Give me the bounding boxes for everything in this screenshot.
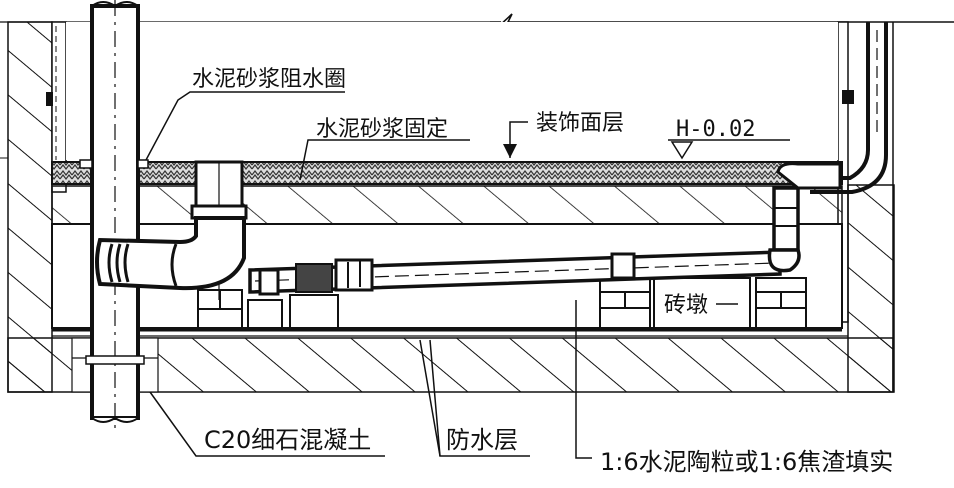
label-brick-pier: 砖墩 bbox=[664, 293, 708, 318]
water-stop-ring bbox=[79, 159, 93, 169]
right-riser-pipe bbox=[810, 22, 888, 194]
floor-drain bbox=[190, 160, 248, 300]
finish-layer bbox=[51, 161, 843, 185]
brick-piers bbox=[197, 277, 807, 329]
mortar-screed-layer bbox=[51, 185, 843, 225]
leader-arrow-icon bbox=[503, 144, 517, 158]
label-fill-material: 1:6水泥陶粒或1:6焦渣填实 bbox=[600, 448, 893, 476]
label-mortar-fixing: 水泥砂浆固定 bbox=[316, 117, 448, 142]
label-waterproof-layer: 防水层 bbox=[446, 426, 518, 454]
main-vertical-stack bbox=[85, 0, 145, 430]
structural-slab bbox=[7, 337, 894, 393]
right-elbow-riser bbox=[767, 162, 842, 273]
label-elevation: H-0.02 bbox=[676, 117, 755, 142]
branch-drain-pipe bbox=[248, 250, 782, 296]
elbow-fitting bbox=[95, 216, 246, 291]
label-mortar-water-stop-ring: 水泥砂浆阻水圈 bbox=[192, 67, 346, 92]
leader-lines bbox=[145, 91, 790, 459]
label-finish-layer: 装饰面层 bbox=[536, 111, 624, 136]
label-c20-concrete: C20细石混凝土 bbox=[204, 426, 371, 454]
elevation-triangle-icon bbox=[670, 141, 694, 160]
